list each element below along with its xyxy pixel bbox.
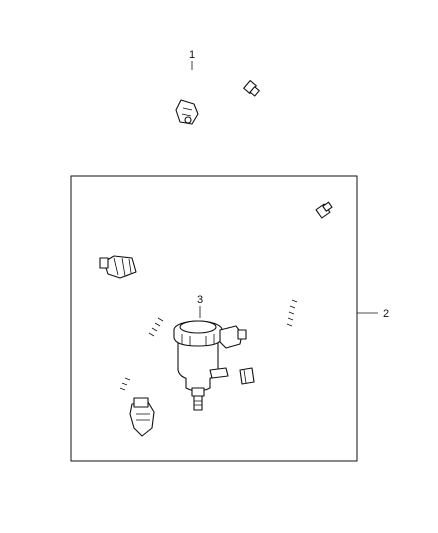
part-2-right-hose[interactable] <box>239 201 333 385</box>
part-3-canister[interactable] <box>173 320 247 411</box>
callout-label-2: 2 <box>383 308 389 320</box>
part-1-harness[interactable] <box>158 66 260 125</box>
callout-3: 3 <box>197 294 203 318</box>
callout-1: 1 <box>189 49 195 70</box>
part-2-left-hose[interactable] <box>99 255 180 437</box>
callout-2: 2 <box>357 308 389 320</box>
callout-label-1: 1 <box>189 49 195 61</box>
callout-label-3: 3 <box>197 294 203 306</box>
part-2-group-frame <box>70 175 358 462</box>
